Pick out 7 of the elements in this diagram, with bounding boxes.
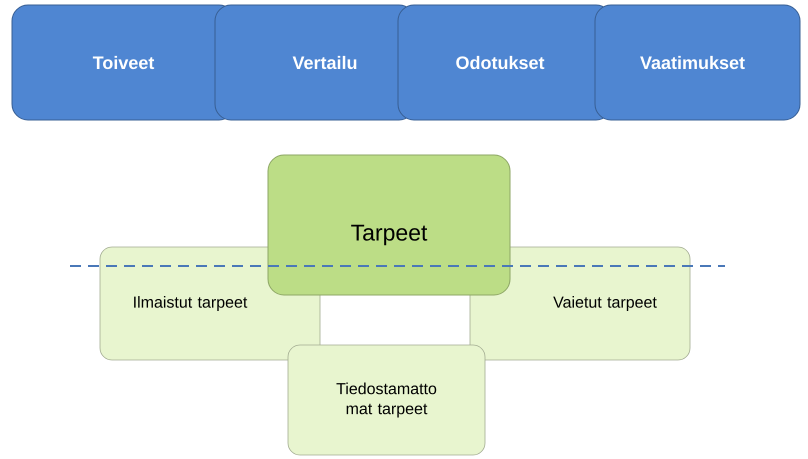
stage-box: Toiveet [12,4,236,120]
stage-box: Vaatimukset [594,4,800,120]
stage-box: Odotukset [398,4,612,120]
main-box: Tarpeet [268,154,510,296]
needs-box: Tiedostamatto mat tarpeet [288,344,486,456]
needs-box: Vaietut tarpeet [470,246,690,360]
stage-box: Vertailu [214,4,416,120]
